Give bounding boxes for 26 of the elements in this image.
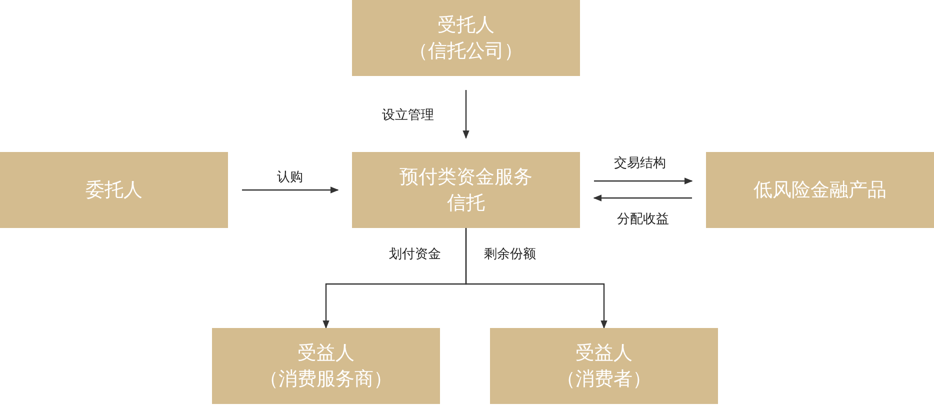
edge-label: 分配收益 <box>615 210 671 228</box>
process-box <box>352 0 580 76</box>
process-box <box>706 152 934 228</box>
box-text: 委托人 <box>86 178 142 203</box>
edge-label: 剩余份额 <box>482 245 538 263</box>
process-box <box>212 328 440 404</box>
box-text: 预付类资金服务信托 <box>398 165 534 216</box>
edge-label: 设立管理 <box>380 106 436 124</box>
edge-label: 认购 <box>275 168 305 186</box>
box-text: （消费服务商） <box>260 367 392 392</box>
arrow <box>593 194 692 202</box>
box-text: 低风险金融产品 <box>754 178 886 203</box>
process-box <box>490 328 718 404</box>
edge-label: 划付资金 <box>387 245 443 263</box>
arrow <box>462 90 470 139</box>
arrow <box>242 186 339 194</box>
box-text: 受益人 <box>298 341 354 366</box>
box-text: （信托公司） <box>409 39 523 64</box>
arrow <box>594 178 693 184</box>
process-box <box>0 152 228 228</box>
box-text: 受益人 <box>576 341 632 366</box>
edge-label: 交易结构 <box>612 154 668 172</box>
box-text: （消费者） <box>556 367 652 392</box>
arrow <box>465 228 608 329</box>
box-text: 受托人 <box>438 13 494 38</box>
process-box <box>352 152 580 228</box>
